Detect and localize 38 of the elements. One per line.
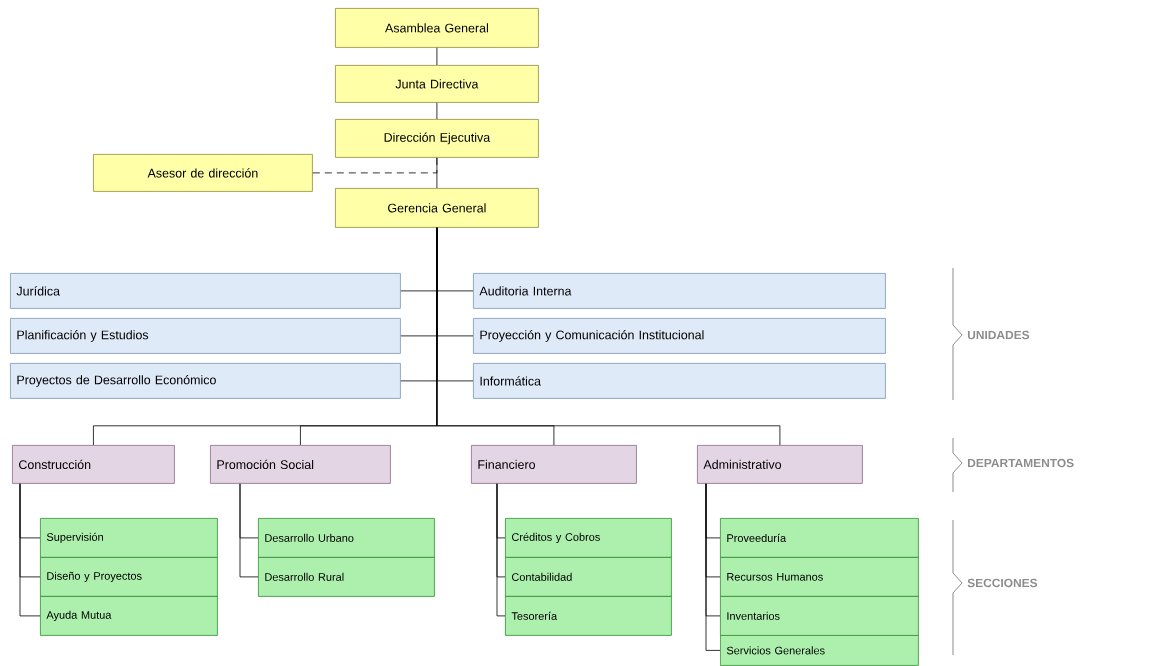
section-box: Desarrollo Rural xyxy=(258,557,435,597)
section-box: Servicios Generales xyxy=(720,635,919,666)
connector-line xyxy=(19,483,41,617)
org-box: Gerencia General xyxy=(335,188,539,228)
section-label: DEPARTAMENTOS xyxy=(968,458,1074,468)
section-box: Proveeduría xyxy=(720,518,919,558)
org-box: Asesor de dirección xyxy=(93,154,313,192)
department-box: Administrativo xyxy=(697,445,863,484)
connector-line xyxy=(496,483,506,617)
connector-line xyxy=(436,47,438,66)
department-box: Promoción Social xyxy=(210,445,391,484)
section-box: Inventarios xyxy=(720,596,919,636)
unit-box: Informática xyxy=(473,363,886,399)
unit-box: Proyección y Comunicación Institucional xyxy=(473,318,886,354)
department-box: Construcción xyxy=(12,445,175,484)
section-box: Recursos Humanos xyxy=(720,557,919,597)
section-box: Supervisión xyxy=(40,518,218,558)
section-label: SECCIONES xyxy=(967,578,1038,588)
section-box: Contabilidad xyxy=(505,557,672,597)
section-box: Tesorería xyxy=(505,596,672,636)
connector-line xyxy=(705,483,721,651)
section-box: Desarrollo Urbano xyxy=(258,518,435,558)
unit-box: Proyectos de Desarrollo Económico xyxy=(10,363,401,399)
section-box: Diseño y Proyectos xyxy=(40,557,218,597)
unit-box: Planificación y Estudios xyxy=(10,318,401,354)
unit-box: Auditoria Interna xyxy=(473,273,886,309)
section-label: UNIDADES xyxy=(967,330,1030,340)
org-box: Asamblea General xyxy=(335,8,539,48)
section-box: Créditos y Cobros xyxy=(505,518,672,558)
section-box: Ayuda Mutua xyxy=(40,596,218,636)
department-box: Financiero xyxy=(471,445,637,484)
org-box: Dirección Ejecutiva xyxy=(335,119,539,158)
org-box: Junta Directiva xyxy=(335,65,539,103)
connector-line xyxy=(312,157,438,174)
connector-line xyxy=(436,227,781,446)
unit-box: Jurídica xyxy=(10,273,401,309)
connector-line xyxy=(239,483,259,578)
connector-line xyxy=(436,102,438,120)
